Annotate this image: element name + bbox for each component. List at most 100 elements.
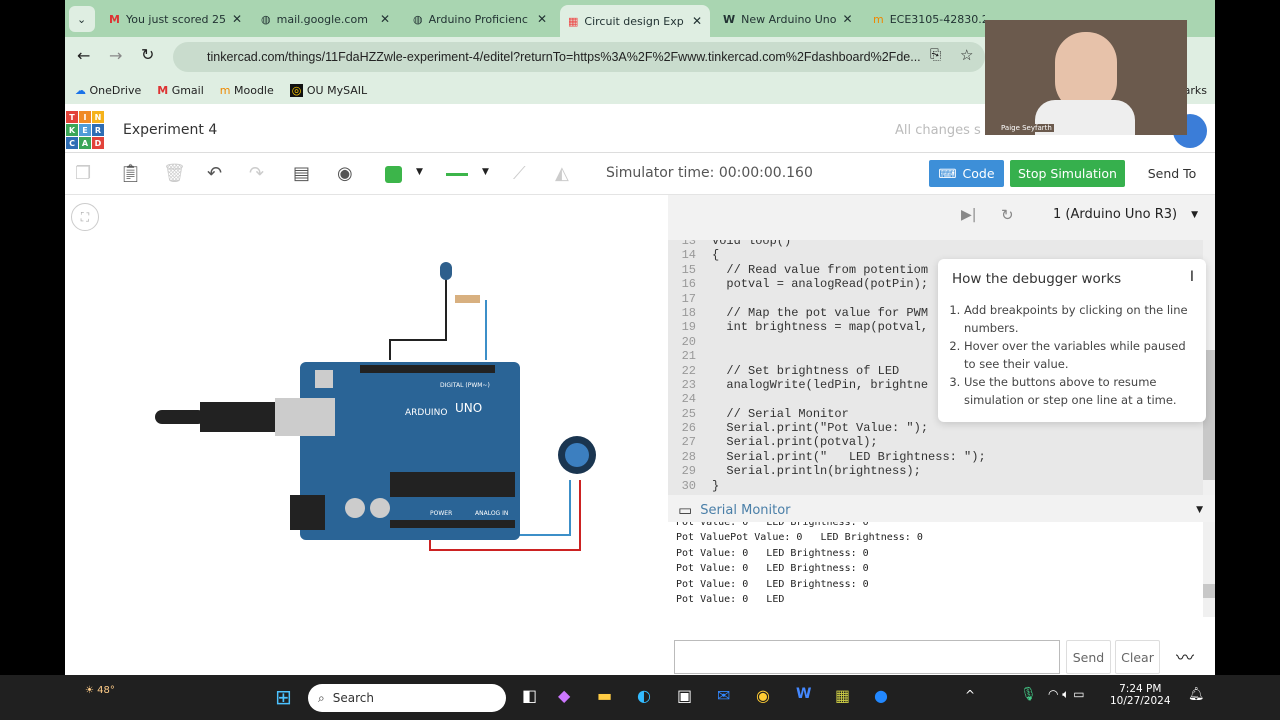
usb-cable[interactable] <box>200 402 275 432</box>
chevron-down-icon[interactable]: ▼ <box>482 167 489 177</box>
device-select[interactable]: 1 (Arduino Uno R3)▼ <box>1053 207 1199 222</box>
bookmarks-overflow[interactable]: arks <box>1183 84 1207 97</box>
file-explorer-icon[interactable]: ▬ <box>597 686 613 705</box>
line-number[interactable]: 23 <box>681 377 696 392</box>
wifi-icon[interactable]: ◠ 🔈︎ ▭ <box>1048 687 1085 701</box>
undo-icon[interactable]: ↶ <box>207 163 223 184</box>
install-icon[interactable]: ⎘ <box>930 47 942 63</box>
serial-input[interactable] <box>674 640 1060 674</box>
close-tab-icon[interactable]: ✕ <box>691 14 702 28</box>
bookmark-star-icon[interactable]: ☆ <box>960 46 974 64</box>
chevron-down-icon[interactable]: ▼ <box>1196 505 1203 515</box>
resistor[interactable] <box>455 295 480 303</box>
fit-view-icon[interactable]: ⛶ <box>71 203 99 231</box>
line-number[interactable]: 17 <box>681 291 696 306</box>
send-to-button[interactable]: Send To <box>1147 166 1197 181</box>
outlook-icon[interactable]: ✉ <box>717 686 731 705</box>
line-number[interactable]: 26 <box>681 421 696 436</box>
store-icon[interactable]: ▣ <box>677 686 693 705</box>
close-tab-icon[interactable]: ✕ <box>842 12 853 26</box>
resume-icon[interactable]: ▶︎| <box>961 207 977 223</box>
close-tab-icon[interactable]: ✕ <box>232 12 243 26</box>
serial-monitor-header[interactable]: ▭ Serial Monitor ▼ <box>668 498 1215 522</box>
line-number[interactable]: 29 <box>681 464 696 479</box>
line-number[interactable]: 25 <box>681 406 696 421</box>
wire-type-icon[interactable] <box>446 173 468 176</box>
chevron-down-icon: ▼ <box>1191 210 1199 220</box>
taskbar-search[interactable]: ⌕Search <box>308 684 506 712</box>
line-number[interactable]: 16 <box>681 277 696 292</box>
line-number[interactable]: 13 <box>681 240 696 248</box>
edge-icon[interactable]: ◐ <box>637 686 651 705</box>
bookmark-gmail[interactable]: M Gmail <box>157 84 204 97</box>
simulator-time: Simulator time: 00:00:00.160 <box>606 165 813 181</box>
flip-icon[interactable]: ◭ <box>555 163 569 184</box>
graph-icon[interactable]: 〰 <box>1176 648 1194 669</box>
line-number[interactable]: 18 <box>681 305 696 320</box>
copy-icon[interactable]: ❐ <box>75 163 92 184</box>
tray-chevron-icon[interactable]: ^ <box>965 688 976 702</box>
weather-widget[interactable]: ☀ 48° <box>85 685 115 696</box>
line-number[interactable]: 22 <box>681 363 696 378</box>
notification-bell-icon[interactable]: 🔔︎ <box>1188 687 1205 702</box>
send-button[interactable]: Send <box>1066 640 1111 674</box>
bookmark-onedrive[interactable]: ☁ OneDrive <box>75 84 142 97</box>
circuit-canvas[interactable]: ⛶ ARDUINO UNO DIGITAL (PWM~) POWER ANALO… <box>65 195 668 675</box>
chevron-down-icon[interactable]: ▼ <box>416 167 423 177</box>
line-number[interactable]: 20 <box>681 334 696 349</box>
paste-icon[interactable]: 📋︎ <box>119 163 142 184</box>
zoom-icon[interactable]: ● <box>874 686 888 705</box>
delete-icon[interactable]: 🗑︎ <box>163 163 186 184</box>
browser-tab[interactable]: ◍Arduino Proficienc✕ <box>413 12 547 26</box>
reset-button[interactable] <box>315 370 333 388</box>
close-tab-icon[interactable]: ✕ <box>379 12 390 26</box>
save-status: All changes s <box>895 123 981 138</box>
windows-start-icon[interactable]: ⊞ <box>275 685 292 709</box>
microphone-icon[interactable]: 🎙︎ <box>1020 687 1037 702</box>
bookmark-moodle[interactable]: m Moodle <box>219 84 274 97</box>
line-number[interactable]: 15 <box>681 262 696 277</box>
serial-scrollbar[interactable] <box>1203 522 1215 617</box>
circuit-diagram[interactable]: ARDUINO UNO DIGITAL (PWM~) POWER ANALOG … <box>150 250 610 560</box>
code-scrollbar[interactable] <box>1203 240 1215 495</box>
back-button[interactable]: ← <box>77 46 91 65</box>
browser-tab-active[interactable]: ▦Circuit design Exp✕ <box>560 5 710 37</box>
notes-icon[interactable]: ▤ <box>293 163 311 184</box>
code-line: 21 <box>668 349 1203 363</box>
line-number[interactable]: 14 <box>681 248 696 263</box>
browser-tab[interactable]: ◍mail.google.com✕ <box>261 12 390 26</box>
clear-button[interactable]: Clear <box>1115 640 1160 674</box>
code-line: 22 // Set brightness of LED <box>668 364 1203 378</box>
led[interactable] <box>440 262 452 280</box>
line-number[interactable]: 24 <box>681 392 696 407</box>
project-title[interactable]: Experiment 4 <box>123 122 218 138</box>
bookmark-ou-mysail[interactable]: ◎ OU MySAIL <box>289 84 368 97</box>
tab-search-button[interactable]: ⌄ <box>69 6 95 32</box>
line-number[interactable]: 27 <box>681 435 696 450</box>
stop-simulation-button[interactable]: Stop Simulation <box>1010 160 1125 187</box>
line-number[interactable]: 19 <box>681 320 696 335</box>
word-icon[interactable]: W <box>796 686 812 702</box>
reload-button[interactable]: ↻ <box>141 45 155 64</box>
color-picker[interactable] <box>385 166 402 183</box>
line-number[interactable]: 21 <box>681 349 696 364</box>
chrome-icon[interactable]: ◉ <box>756 686 770 705</box>
line-number[interactable]: 28 <box>681 449 696 464</box>
close-tab-icon[interactable]: ✕ <box>536 12 547 26</box>
task-view-icon[interactable]: ◧ <box>522 686 538 705</box>
annotation-icon[interactable]: ◉ <box>337 163 353 184</box>
rotate-icon[interactable]: ⟋ <box>513 163 526 184</box>
line-number[interactable]: 30 <box>681 478 696 493</box>
app-icon[interactable]: ▦ <box>835 686 851 705</box>
step-icon[interactable]: ↻ <box>1001 206 1014 224</box>
redo-icon[interactable]: ↷ <box>249 163 265 184</box>
url-input[interactable]: tinkercad.com/things/11FdaHZZwle-experim… <box>173 42 985 72</box>
code-button[interactable]: ⌨Code <box>929 160 1004 187</box>
copilot-icon[interactable]: ◆ <box>558 686 571 705</box>
forward-button[interactable]: → <box>109 46 123 65</box>
